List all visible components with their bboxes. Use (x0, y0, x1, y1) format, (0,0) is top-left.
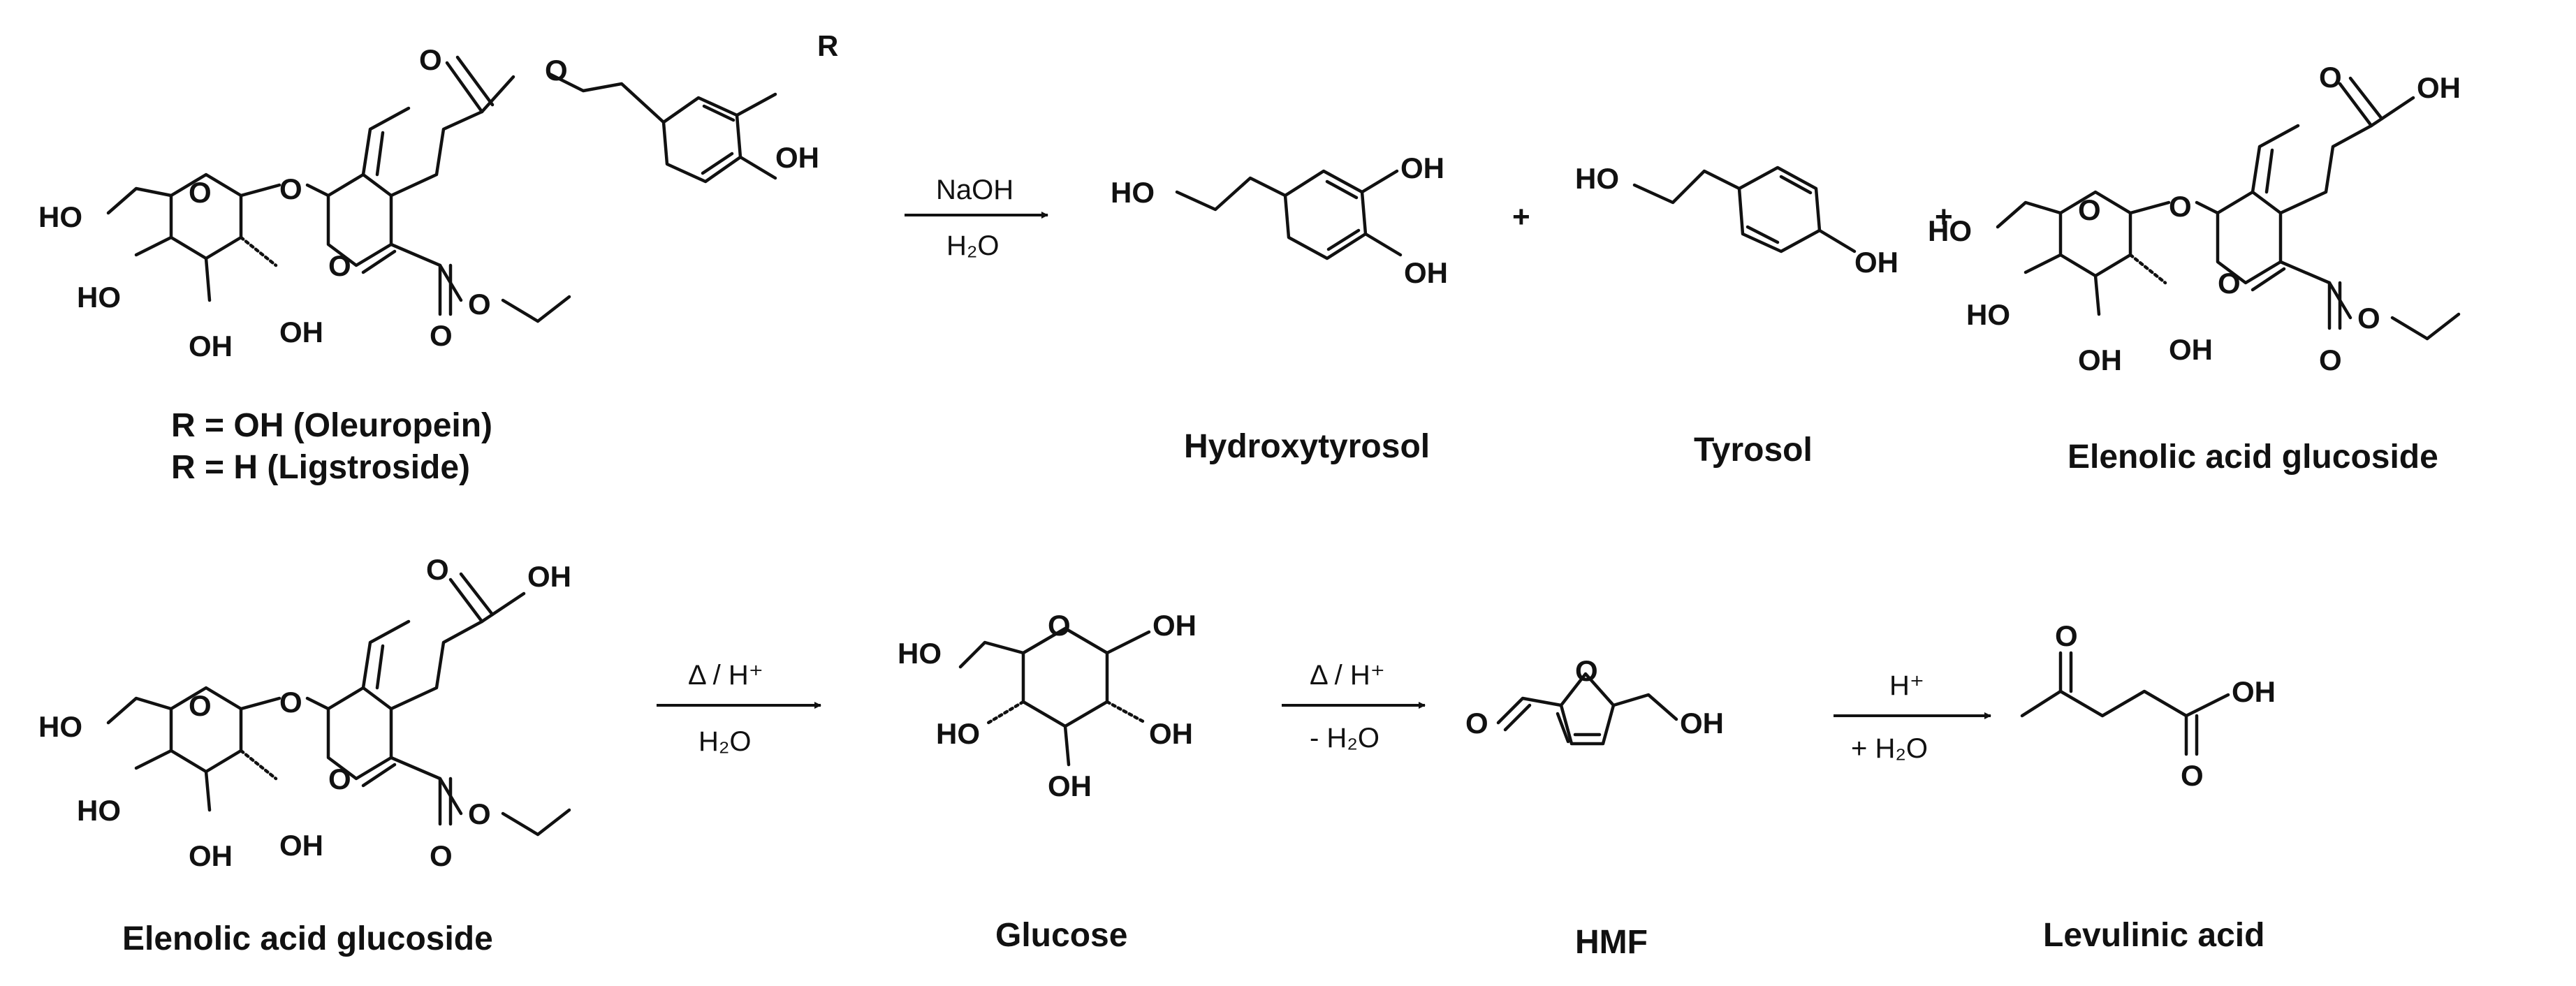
oh-label: OH (775, 141, 819, 174)
oh-label: OH (2417, 71, 2461, 104)
condition-heat-acid: Δ / H⁺ (688, 660, 763, 691)
oh-label: OH (1152, 609, 1196, 642)
reaction-arrow-2: Δ / H⁺ H₂O (657, 660, 821, 757)
oh-label: OH (189, 330, 233, 362)
oh-label: OH (189, 839, 233, 872)
furan-o: O (1575, 654, 1598, 687)
oh-label: OH (2078, 344, 2122, 376)
aldehyde-o: O (1465, 707, 1488, 740)
glucose-ring-o: O (189, 689, 212, 722)
ho-label: HO (77, 281, 121, 314)
reagent-plus-water: + H₂O (1851, 733, 1928, 764)
r-group: R (817, 29, 838, 62)
oh-label: OH (279, 829, 323, 862)
ho-label: HO (1928, 214, 1972, 247)
caption-hydroxytyrosol: Hydroxytyrosol (1184, 428, 1430, 465)
caption-elenolic-bottom: Elenolic acid glucoside (122, 920, 493, 957)
carbonyl-o: O (2319, 344, 2342, 376)
caption-elenolic-top: Elenolic acid glucoside (2068, 439, 2438, 476)
ho-label: HO (1111, 176, 1155, 209)
ho-label: HO (1966, 298, 2010, 331)
oh-label: OH (279, 316, 323, 348)
caption-oleuropein: R = OH (Oleuropein) (171, 407, 492, 444)
carbonyl-o: O (2319, 61, 2342, 94)
glycosidic-o: O (2169, 190, 2192, 223)
caption-hmf: HMF (1575, 924, 1648, 961)
ho-label: HO (936, 717, 980, 750)
reaction-arrow-1: NaOH H₂O (905, 175, 1048, 261)
ho-label: HO (38, 710, 82, 743)
glucose-ring-o: O (2078, 193, 2101, 226)
reaction-arrow-4: H⁺ + H₂O (1834, 670, 1991, 764)
ho-label: HO (77, 794, 121, 827)
carbonyl-o: O (426, 553, 449, 586)
oh-label: OH (1048, 770, 1092, 802)
tyrosol-structure: HO OH (1575, 162, 1898, 279)
hmf-structure: O O OH (1465, 654, 1724, 746)
carbonyl-o: O (430, 319, 453, 352)
elenolic-acid-glucoside-bottom: O HO O HO OH OH O O OH O O (38, 553, 571, 872)
glycosidic-o: O (279, 686, 302, 719)
ester-o: O (545, 54, 568, 87)
carbonyl-o: O (430, 839, 453, 872)
glucose-ring-o: O (1048, 609, 1071, 642)
caption-ligstroside: R = H (Ligstroside) (171, 449, 470, 486)
ester-o: O (2357, 302, 2380, 334)
pyran-o: O (2218, 267, 2241, 300)
caption-glucose: Glucose (995, 917, 1127, 954)
oh-label: OH (1149, 717, 1193, 750)
condition-heat-acid: Δ / H⁺ (1310, 660, 1385, 691)
reagent-water: H₂O (946, 230, 1000, 261)
reagent-minus-water: - H₂O (1310, 723, 1380, 753)
pyran-o: O (328, 763, 351, 795)
oh-label: OH (2169, 333, 2213, 366)
oh-label: OH (1400, 152, 1444, 184)
oh-label: OH (1404, 256, 1448, 289)
condition-acid: H⁺ (1889, 670, 1924, 701)
ketone-o: O (2055, 619, 2078, 652)
carbonyl-o: O (2181, 759, 2204, 792)
elenolic-acid-glucoside-top: O HO O HO OH OH O O OH O O (1928, 61, 2461, 376)
glucose-ring-o: O (189, 176, 212, 209)
pyran-o: O (328, 249, 351, 282)
reagent-water: H₂O (698, 726, 752, 757)
ho-label: HO (1575, 162, 1619, 195)
caption-tyrosol: Tyrosol (1694, 432, 1813, 469)
carbonyl-o: O (419, 43, 442, 76)
ho-label: HO (38, 200, 82, 233)
oh-label: OH (527, 560, 571, 593)
oleuropein-structure: O HO O HO OH OH O O O R OH O O (38, 29, 838, 362)
hydroxytyrosol-structure: HO OH OH (1111, 152, 1448, 289)
plus-sign: + (1512, 200, 1530, 234)
ho-label: HO (898, 637, 942, 670)
reagent-naoh: NaOH (936, 175, 1013, 205)
glucose-structure: O HO OH HO OH OH (898, 609, 1196, 802)
oh-label: OH (1854, 246, 1898, 279)
plus-sign: + (1935, 200, 1953, 234)
oh-label: OH (2232, 675, 2276, 708)
caption-levulinic: Levulinic acid (2043, 917, 2264, 954)
reaction-arrow-3: Δ / H⁺ - H₂O (1282, 660, 1426, 753)
glycosidic-o: O (279, 172, 302, 205)
oh-label: OH (1680, 707, 1724, 740)
ester-o: O (468, 797, 491, 830)
ester-o: O (468, 288, 491, 321)
levulinic-acid-structure: O OH O (2020, 619, 2276, 792)
